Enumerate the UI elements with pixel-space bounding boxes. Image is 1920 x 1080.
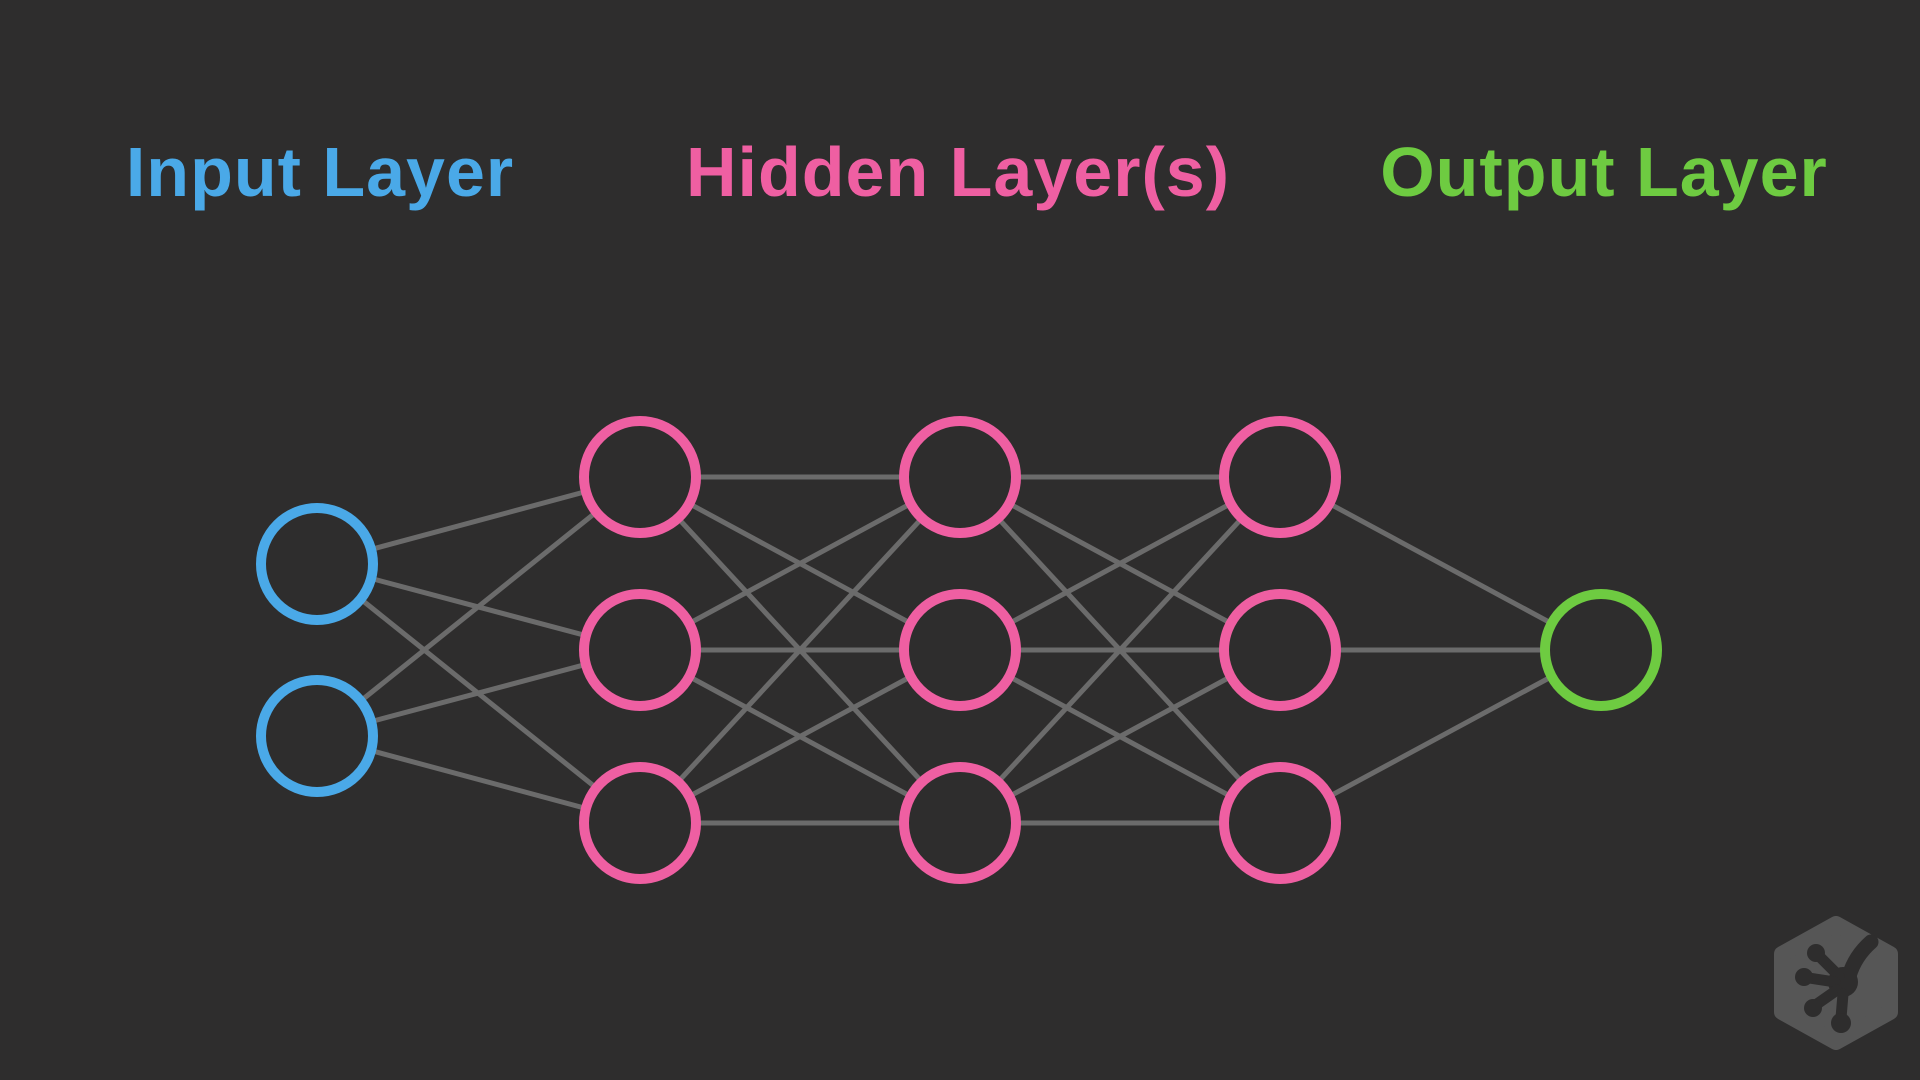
hidden-layer-2-node [899, 762, 1021, 884]
edge [958, 475, 1282, 825]
output-layer-label: Output Layer [1380, 133, 1828, 211]
hidden-layer-3-node [1219, 762, 1341, 884]
edge [315, 475, 642, 738]
hidden-layer-1-node [579, 589, 701, 711]
hidden-layer-2-node [899, 416, 1021, 538]
hidden-layer-1-node [579, 416, 701, 538]
input-layer-node [256, 503, 378, 625]
hidden-layer-1-node [579, 762, 701, 884]
hidden-layer-2-node [899, 589, 1021, 711]
output-layer-node [1540, 589, 1662, 711]
hidden-layer-3-node [1219, 589, 1341, 711]
node-group [256, 416, 1662, 884]
hidden-layer-3-node [1219, 416, 1341, 538]
treehouse-frog-icon [1774, 916, 1898, 1050]
edge [638, 475, 962, 825]
input-layer-label: Input Layer [125, 133, 515, 211]
input-layer-node [256, 675, 378, 797]
treehouse-logo [1771, 916, 1901, 1055]
hidden-layer-label: Hidden Layer(s) [686, 133, 1230, 211]
